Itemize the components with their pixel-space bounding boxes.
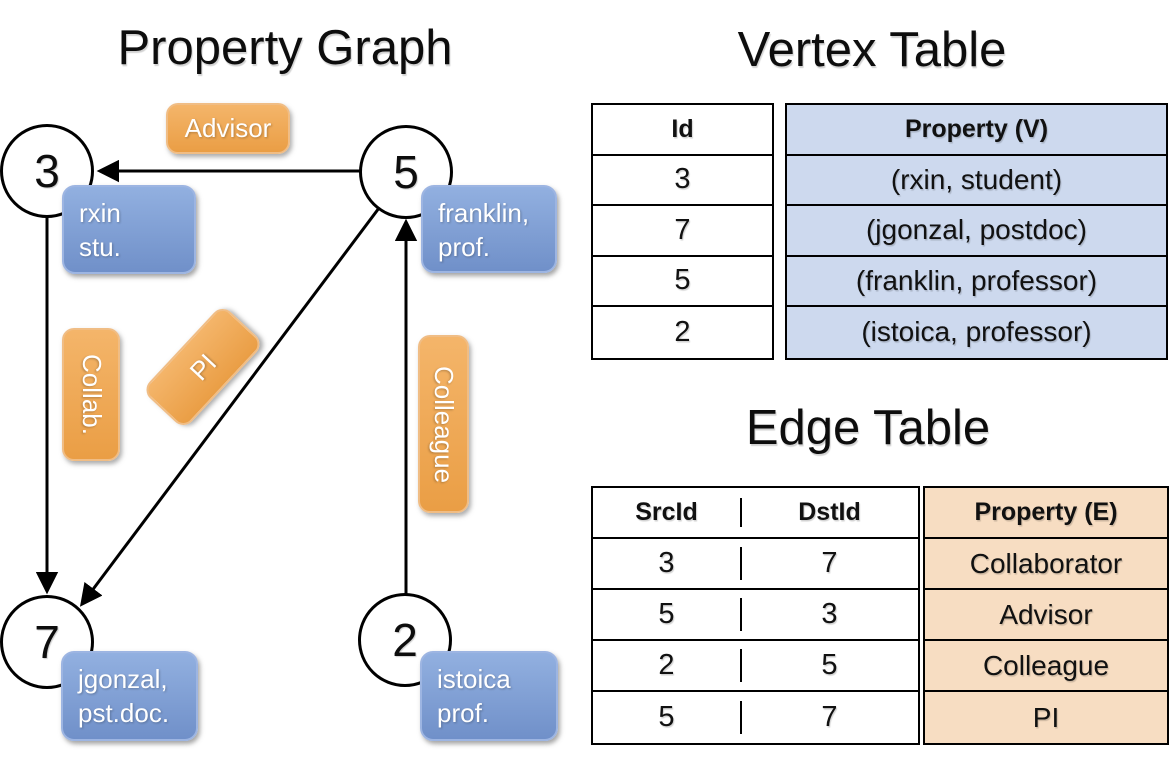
table-cell: Colleague: [925, 641, 1167, 692]
edge-table-title: Edge Table: [745, 401, 991, 455]
vertex-label-line: jgonzal,: [78, 664, 168, 694]
vertex-id: 3: [34, 145, 60, 197]
table-cell: 3: [593, 156, 772, 206]
edge-label-advisor: Advisor: [166, 103, 290, 154]
edge-label-text: Colleague: [429, 365, 459, 483]
table-cell: 5: [821, 649, 838, 681]
column-header: Property (E): [925, 488, 1167, 539]
table-row: 5 3: [593, 590, 918, 641]
edge-arrow-pi-5-to-7: [79, 171, 408, 607]
vertex-label-line: pst.doc.: [78, 698, 170, 729]
column-header: Property (V): [787, 105, 1166, 156]
vertex-label-line: prof.: [437, 698, 490, 729]
table-cell: 7: [821, 701, 838, 733]
table-cell: Advisor: [925, 590, 1167, 641]
table-cell: 5: [593, 257, 772, 307]
edge-table-id-columns: SrcId DstId 3 7 5 3 2 5 5 7: [591, 486, 920, 745]
table-cell: (istoica, professor): [787, 307, 1166, 358]
table-row: 2 5: [593, 641, 918, 692]
vertex-table-id-column: Id 3 7 5 2: [591, 103, 774, 360]
vertex-label-3: rxin stu.: [62, 185, 196, 274]
vertex-label-5: franklin, prof.: [421, 185, 557, 273]
table-cell: PI: [925, 692, 1167, 743]
column-header: DstId: [798, 498, 861, 526]
table-cell: (rxin, student): [787, 155, 1166, 206]
edge-label-text: PI: [183, 347, 222, 386]
table-header-row: SrcId DstId: [593, 488, 918, 539]
edge-label-collab: Collab.: [62, 328, 120, 461]
table-row: 3 7: [593, 539, 918, 590]
table-cell: (franklin, professor): [787, 256, 1166, 307]
edge-table-property-column: Property (E) Collaborator Advisor Collea…: [923, 486, 1169, 745]
vertex-id: 5: [393, 146, 419, 198]
vertex-circle-2: 2: [358, 593, 452, 687]
vertex-circle-5: 5: [359, 125, 453, 219]
table-cell: 5: [594, 701, 742, 734]
vertex-label-line: franklin,: [438, 198, 530, 228]
table-cell: (jgonzal, postdoc): [787, 206, 1166, 257]
edge-label-text: Advisor: [184, 113, 272, 143]
edge-label-text: Collab.: [76, 354, 107, 435]
graph-edges: [35, 159, 418, 640]
vertex-label-line: istoica: [437, 664, 511, 694]
table-cell: 3: [821, 598, 838, 630]
vertex-table-title: Vertex Table: [737, 23, 1007, 77]
table-row: 5 7: [593, 692, 918, 743]
table-cell: Collaborator: [925, 539, 1167, 590]
vertex-label-line: prof.: [438, 232, 491, 263]
column-header: Id: [593, 105, 772, 156]
property-graph-title: Property Graph: [117, 21, 453, 75]
vertex-label-line: stu.: [79, 232, 121, 263]
column-header: SrcId: [594, 498, 742, 527]
table-cell: 2: [594, 649, 742, 682]
vertex-label-7: jgonzal, pst.doc.: [61, 651, 198, 741]
table-cell: 3: [594, 547, 742, 580]
edge-label-colleague: Colleague: [418, 335, 469, 513]
table-cell: 7: [821, 547, 838, 579]
table-cell: 2: [674, 315, 691, 348]
vertex-table-property-column: Property (V) (rxin, student) (jgonzal, p…: [785, 103, 1168, 360]
table-cell: 5: [594, 598, 742, 631]
vertex-id: 2: [392, 614, 418, 666]
vertex-id: 7: [34, 616, 60, 668]
vertex-label-line: rxin: [79, 198, 121, 228]
table-cell: 7: [593, 206, 772, 257]
vertex-label-2: istoica prof.: [420, 651, 558, 741]
